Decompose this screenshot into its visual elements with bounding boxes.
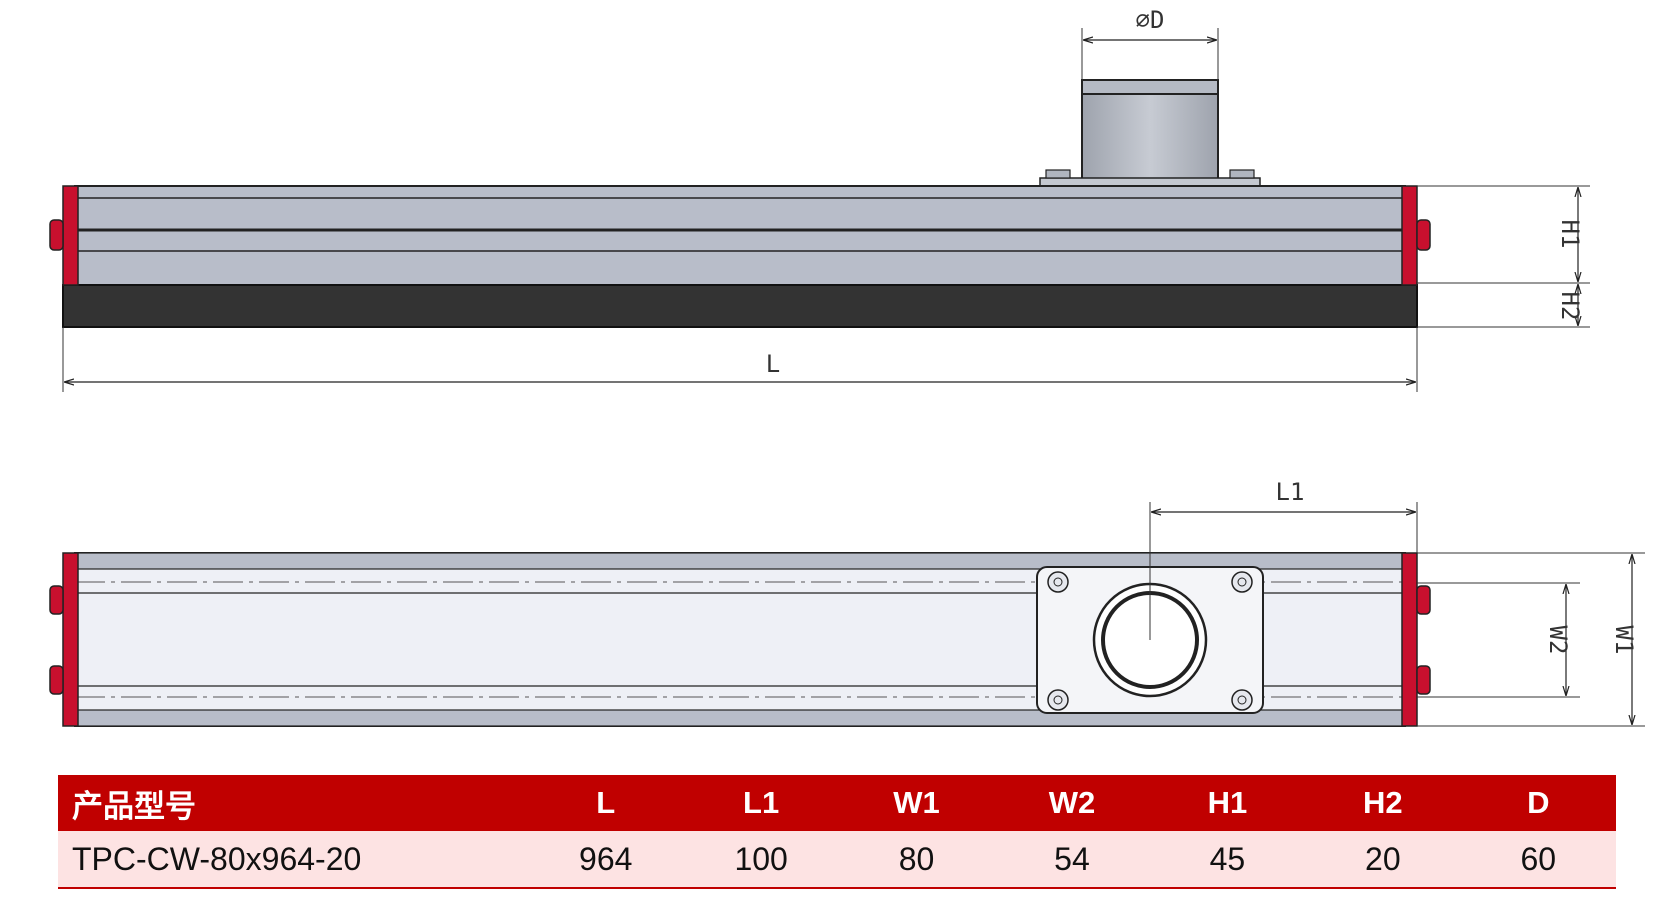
dim-label-diameter: ⌀D	[1136, 6, 1165, 34]
header-l: L	[528, 775, 684, 831]
header-model: 产品型号	[58, 775, 528, 831]
top-view: L1 W2 W1	[49, 478, 1645, 727]
end-knob-left-top-2	[49, 665, 64, 695]
profile-body-front	[74, 185, 1406, 286]
spec-table: 产品型号 L L1 W1 W2 H1 H2 D TPC-CW-80x964-20…	[58, 775, 1616, 889]
cell-l1: 100	[683, 831, 839, 889]
dim-label-h1: H1	[1556, 220, 1584, 249]
end-knob-left-top-1	[49, 585, 64, 615]
cell-l: 964	[528, 831, 684, 889]
technical-drawing: ⌀D H1 H2 L	[49, 6, 1645, 727]
air-inlet-pipe	[1039, 79, 1261, 187]
end-knob-right-front	[1416, 219, 1431, 251]
cell-model: TPC-CW-80x964-20	[58, 831, 528, 889]
dim-label-length: L	[766, 350, 780, 378]
dim-label-h2: H2	[1556, 292, 1584, 321]
table-row: TPC-CW-80x964-20 964 100 80 54 45 20 60	[58, 831, 1616, 889]
dim-label-l1: L1	[1276, 478, 1305, 506]
header-w1: W1	[838, 775, 995, 831]
header-h1: H1	[1149, 775, 1306, 831]
cell-w1: 80	[838, 831, 995, 889]
end-cap-right-top	[1401, 552, 1418, 727]
end-knob-right-top-1	[1416, 585, 1431, 615]
end-knob-right-top-2	[1416, 665, 1431, 695]
end-cap-left-top	[62, 552, 79, 727]
dim-label-w2: W2	[1544, 626, 1572, 655]
end-cap-right-front	[1401, 185, 1418, 286]
end-knob-left-front	[49, 219, 64, 251]
header-d: D	[1460, 775, 1616, 831]
cell-h2: 20	[1305, 831, 1461, 889]
spec-table-header-row: 产品型号 L L1 W1 W2 H1 H2 D	[58, 775, 1616, 831]
header-l1: L1	[683, 775, 839, 831]
base-strip	[62, 284, 1418, 328]
front-view: ⌀D H1 H2 L	[49, 6, 1590, 392]
cell-d: 60	[1460, 831, 1616, 889]
dim-label-w1: W1	[1610, 626, 1638, 655]
cell-w2: 54	[994, 831, 1150, 889]
header-w2: W2	[994, 775, 1150, 831]
header-h2: H2	[1305, 775, 1461, 831]
cell-h1: 45	[1149, 831, 1306, 889]
end-cap-left-front	[62, 185, 79, 286]
